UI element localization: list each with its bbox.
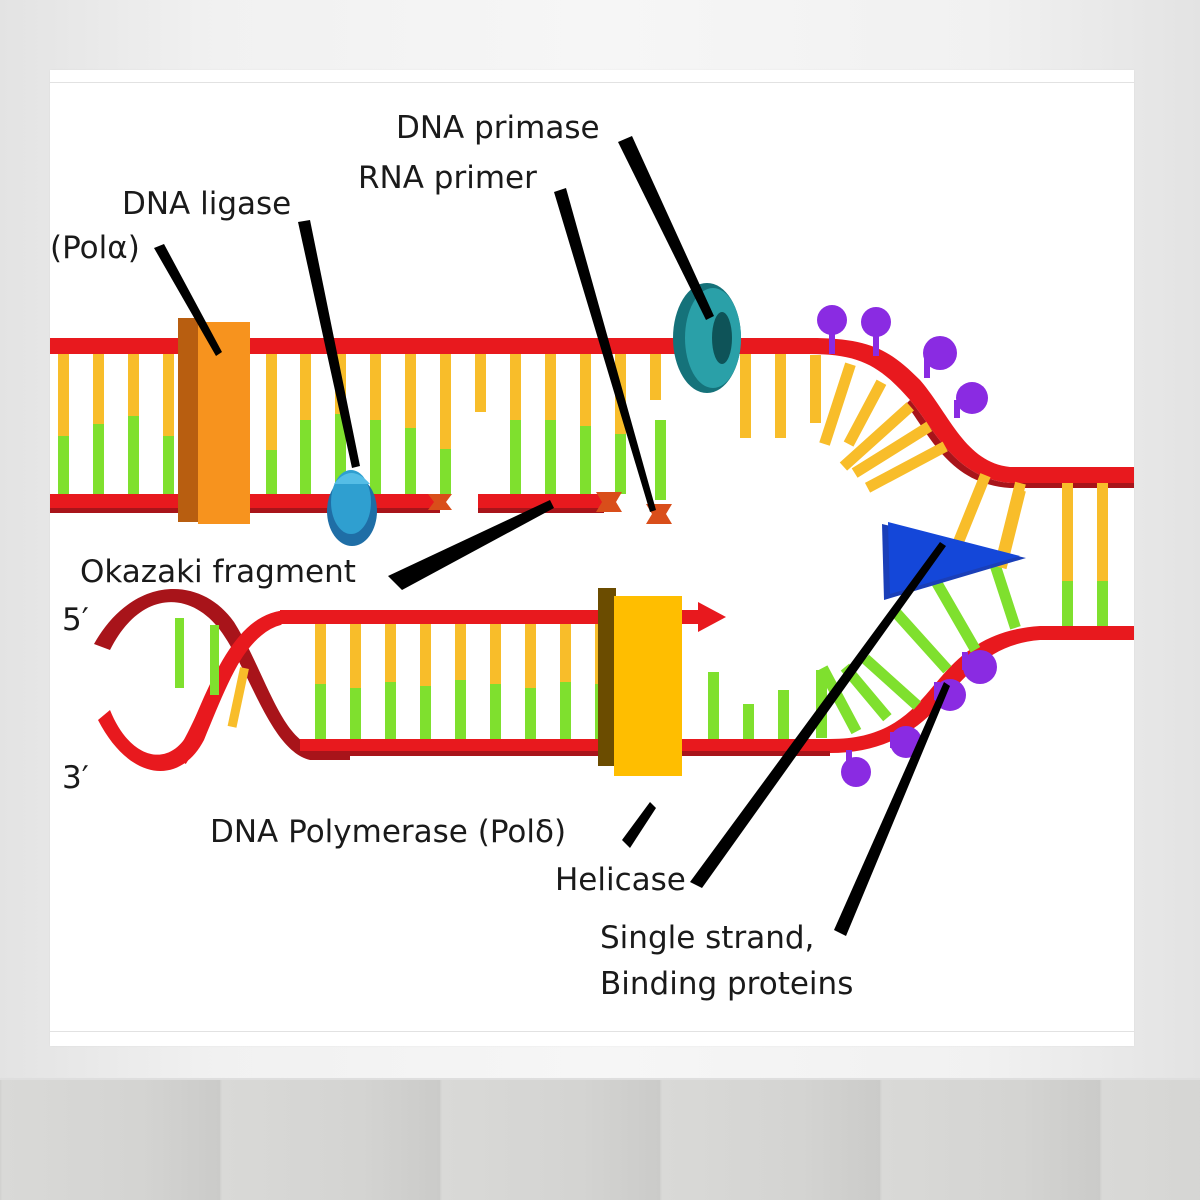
label-ssb-line1: Single strand, [600, 920, 814, 956]
label-dna-ligase: DNA ligase [122, 186, 291, 222]
label-pol-alpha: (Polα) [50, 230, 140, 266]
label-ssb-line2: Binding proteins [600, 966, 853, 1002]
dna-primase-protein [673, 283, 741, 393]
ssb-proteins [817, 305, 997, 787]
pol-alpha-block [178, 318, 250, 524]
label-rna-primer: RNA primer [358, 160, 537, 196]
dna-ligase-protein [327, 470, 377, 546]
replication-fork-diagram: DNA primase RNA primer DNA ligase (Polα)… [50, 110, 1134, 1002]
pol-delta-block [598, 588, 682, 776]
label-three-prime: 3′ [62, 760, 89, 796]
mural-seam-bottom [50, 1031, 1134, 1032]
label-dna-polymerase: DNA Polymerase (Polδ) [210, 814, 566, 850]
label-dna-primase: DNA primase [396, 110, 600, 146]
dna-replication-mural: DNA primase RNA primer DNA ligase (Polα)… [50, 70, 1134, 1046]
leading-strand-duplex [94, 488, 1134, 772]
label-okazaki-fragment: Okazaki fragment [80, 554, 356, 590]
mural-seam-top [50, 82, 1134, 83]
label-pointers [154, 136, 950, 936]
label-helicase: Helicase [555, 862, 686, 898]
label-five-prime: 5′ [62, 602, 89, 638]
room-floor [0, 1080, 1200, 1200]
